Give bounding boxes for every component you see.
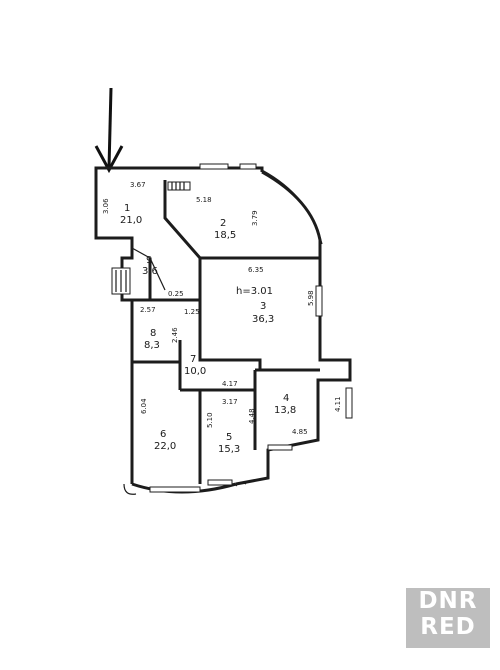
room-9-number: 9 [146, 255, 152, 266]
dimension-label: 3.17 [222, 398, 238, 406]
dimension-label: 5.98 [307, 290, 315, 306]
room-2-area: 18,5 [214, 230, 236, 241]
dimension-labels: 3.06 3.67 5.18 3.79 6.35 5.98 2.57 2.46 … [102, 181, 342, 436]
room-2-number: 2 [220, 218, 226, 229]
room-3-height: h=3.01 [236, 286, 273, 297]
dimension-label: 4.85 [292, 428, 308, 436]
room-4-area: 13,8 [274, 405, 296, 416]
dimension-label: 1.25 [184, 308, 200, 316]
room-9-area: 3,6 [142, 266, 158, 277]
room-8-area: 8,3 [144, 340, 160, 351]
room-1-area: 21,0 [120, 215, 142, 226]
room-6-area: 22,0 [154, 441, 176, 452]
arrow-down-icon [94, 87, 124, 174]
dimension-label: 3.67 [130, 181, 146, 189]
watermark-logo: DNR RED [406, 588, 490, 648]
room-6-number: 6 [160, 429, 166, 440]
dimension-label: 2.57 [140, 306, 156, 314]
room-3-area: 36,3 [252, 314, 274, 325]
dimension-label: 5.10 [206, 412, 214, 428]
windows [111, 163, 353, 493]
room-5-number: 5 [226, 432, 232, 443]
room-7-area: 10,0 [184, 366, 206, 377]
dimension-label: 3.06 [102, 198, 110, 214]
dimension-label: 5.18 [196, 196, 212, 204]
room-5-area: 15,3 [218, 444, 240, 455]
watermark-line-2: RED [420, 614, 476, 640]
dimension-label: 4.17 [222, 380, 238, 388]
dimension-label: 2.46 [171, 327, 179, 343]
room-1-number: 1 [124, 203, 130, 214]
dimension-label: 6.04 [140, 398, 148, 414]
room-8-number: 8 [150, 328, 156, 339]
dimension-label: 0.25 [168, 290, 184, 298]
watermark-line-1: DNR [418, 588, 478, 614]
interior-walls [131, 180, 320, 484]
room-7-number: 7 [190, 354, 196, 365]
dimension-label: 4.11 [334, 396, 342, 412]
dimension-label: 4.48 [248, 408, 256, 424]
outer-walls [94, 166, 352, 495]
dimension-label: 6.35 [248, 266, 264, 274]
dimension-label: 3.79 [251, 210, 259, 226]
room-labels: 1 21,0 2 18,5 h=3.01 3 36,3 4 13,8 5 15,… [120, 203, 296, 455]
room-4-number: 4 [283, 393, 289, 404]
room-3-number: 3 [260, 301, 266, 312]
